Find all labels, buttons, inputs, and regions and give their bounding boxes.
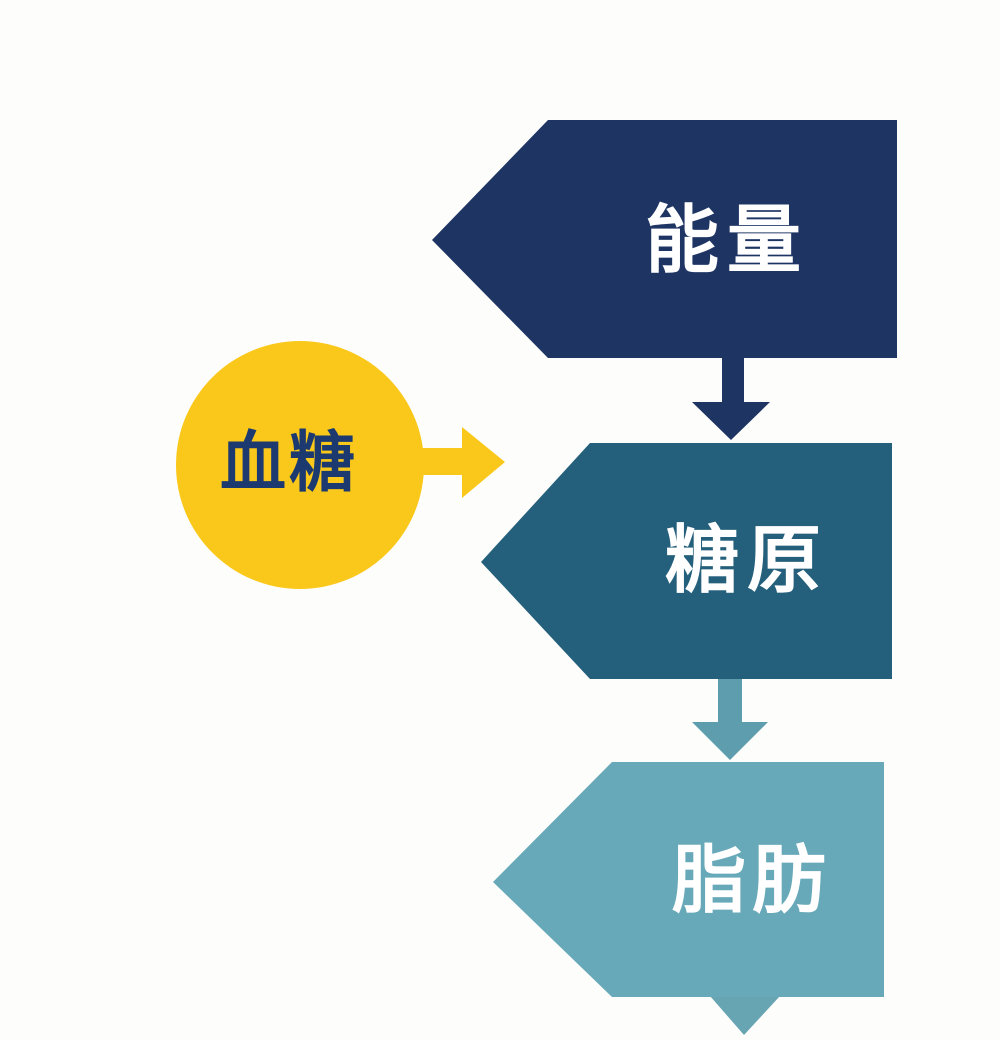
fat-node-shape xyxy=(493,762,884,997)
glycogen-node-label: 糖原 xyxy=(665,519,829,602)
fat-continuation-down-arrowhead-icon xyxy=(710,996,780,1035)
glycogen-node-shape xyxy=(481,443,892,679)
blood-sugar-node-shape xyxy=(176,341,424,589)
energy-to-glycogen-down-arrow-icon xyxy=(692,354,770,440)
energy-node-shape xyxy=(432,120,897,358)
blood-sugar-node-label: 血糖 xyxy=(220,425,358,499)
blood-sugar-right-arrow-icon xyxy=(412,427,505,498)
energy-node-label: 能量 xyxy=(645,199,809,282)
fat-node-label: 脂肪 xyxy=(672,839,832,922)
glycogen-to-fat-down-arrow-icon xyxy=(692,675,768,760)
